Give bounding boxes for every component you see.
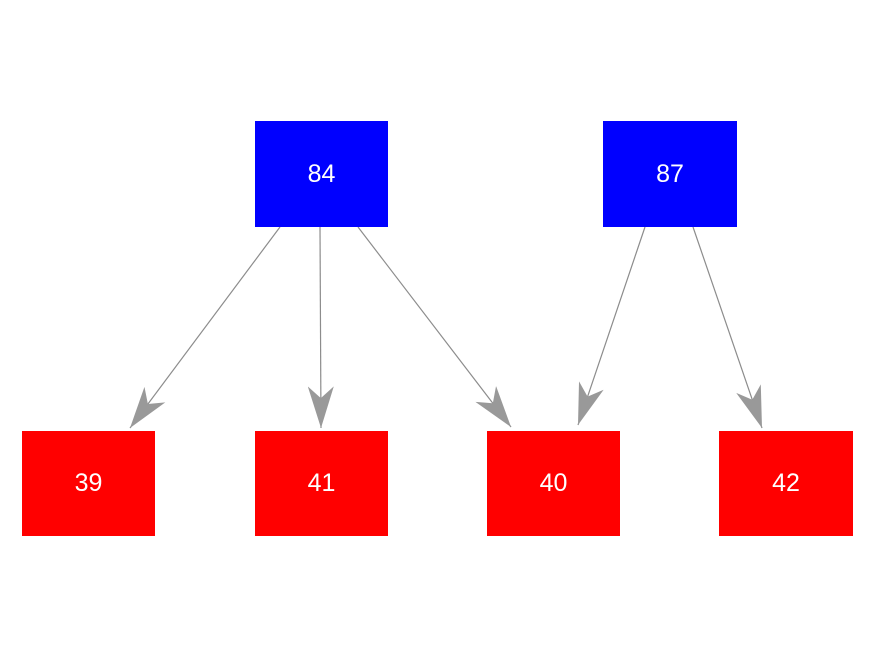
node-label: 84 [307,159,336,188]
edge-87-40 [577,226,646,426]
node-label: 39 [74,469,103,497]
node-label: 41 [307,469,336,497]
node-label: 87 [656,159,684,188]
graph-node-87[interactable]: 87 [603,121,737,227]
edge-84-39 [129,226,281,429]
graph-node-39[interactable]: 39 [22,431,155,536]
edge-84-40 [357,226,512,428]
edge-84-41 [307,226,334,429]
graph-node-84[interactable]: 84 [255,121,388,227]
node-label: 42 [772,469,800,497]
node-label: 40 [539,469,568,497]
graph-node-42[interactable]: 42 [719,431,853,536]
graph-node-41[interactable]: 41 [255,431,388,536]
graph-node-40[interactable]: 40 [487,431,620,536]
edge-87-42 [692,226,763,429]
